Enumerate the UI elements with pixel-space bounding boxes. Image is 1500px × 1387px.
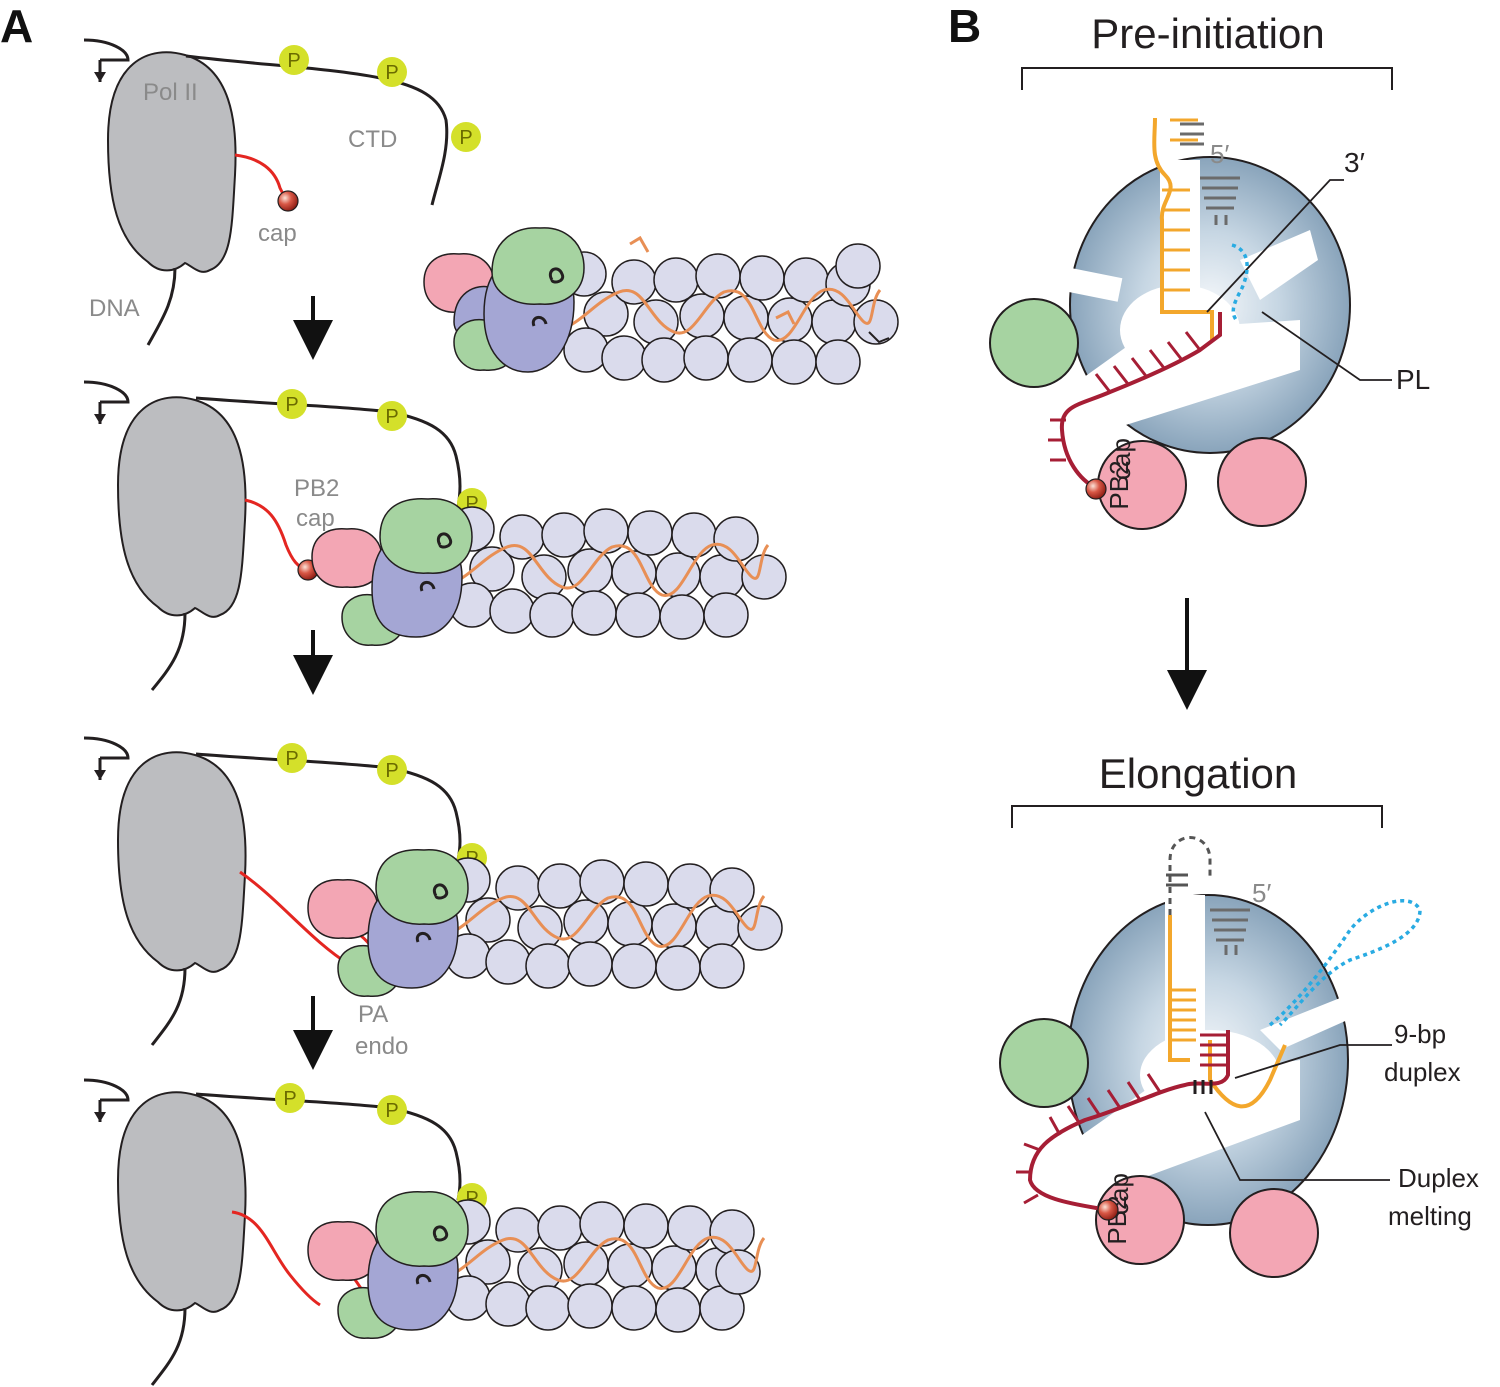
vrnp-complex [423, 227, 899, 385]
primer-strand [1027, 1030, 1230, 1212]
cap-label: cap [258, 220, 297, 247]
pb2-cap-label-line1: PB2 [294, 475, 339, 502]
phospho-label: P [385, 62, 398, 84]
melting-label-line1: Duplex [1398, 1163, 1479, 1193]
row-3: PA endo P P P [83, 736, 783, 1060]
melting-label-line2: melting [1388, 1201, 1472, 1231]
priming-loop [1231, 243, 1249, 324]
np-chain [561, 243, 899, 385]
five-prime-label: 5′ [1210, 139, 1229, 169]
pa-domain [989, 298, 1079, 388]
bracket [1011, 805, 1383, 828]
row-1: Pol II CTD cap DNA P P P [83, 38, 899, 385]
elongation-diagram: Elongation PB2 cap 5′ 9-bp duplex Duplex… [999, 750, 1479, 1278]
primer-strand [1059, 312, 1222, 490]
elongation-title: Elongation [1099, 750, 1298, 797]
leader-9bp [1234, 1044, 1392, 1079]
phospho-icon [377, 57, 407, 87]
vrnp-complex [307, 849, 783, 997]
pb2-label: PB2 [1104, 460, 1134, 509]
panel-b-label: B [948, 0, 981, 52]
pa-domain [999, 1018, 1089, 1108]
pol2-enzyme [106, 51, 237, 273]
phospho-label: P [287, 50, 300, 72]
leader-3prime [1206, 179, 1344, 313]
pb2-cap-domain [1095, 1175, 1185, 1265]
pol2-enzyme [116, 751, 247, 973]
pol2-enzyme [116, 1091, 247, 1313]
phospho-label: P [385, 406, 398, 428]
bracket [1021, 67, 1393, 90]
row-2: PB2 cap P P P [83, 380, 787, 691]
phospho-label: P [385, 760, 398, 782]
template-loop-dashed [1168, 836, 1212, 915]
vrnp-complex [311, 498, 787, 646]
pol2-enzyme [116, 396, 247, 618]
dna-label: DNA [89, 295, 140, 322]
pb2-cap-sub-label: cap [1106, 438, 1136, 480]
pol2-label: Pol II [143, 79, 198, 106]
phospho-label: P [285, 394, 298, 416]
phospho-group: P P P [279, 45, 481, 152]
row-4: P P P [83, 1078, 766, 1386]
three-prime-label: 3′ [1344, 147, 1365, 178]
ctd-label: CTD [348, 126, 397, 153]
vrnp-complex [307, 1191, 766, 1339]
cap-icon [277, 190, 299, 212]
cap-icon [1097, 1199, 1119, 1221]
phospho-icon [279, 45, 309, 75]
ctd-tail [185, 54, 449, 206]
phospho-label: P [459, 127, 472, 149]
nine-bp-label-line2: duplex [1384, 1057, 1461, 1087]
pa-endo-label-line2: endo [355, 1033, 408, 1060]
cap-icon [1085, 478, 1107, 500]
phospho-label: P [283, 1088, 296, 1110]
nine-bp-label-line1: 9-bp [1394, 1019, 1446, 1049]
dna-strand [146, 267, 177, 346]
five-prime-label: 5′ [1252, 878, 1271, 908]
vrna-strand [555, 287, 882, 342]
leader-pl [1261, 311, 1392, 381]
pl-label: PL [1396, 364, 1430, 395]
phospho-icon [451, 122, 481, 152]
pb2-domain [1217, 437, 1307, 527]
pre-initiation-title: Pre-initiation [1091, 10, 1324, 57]
pa-endo-label-line1: PA [358, 1001, 388, 1028]
panel-a-label: A [0, 0, 33, 52]
phospho-label: P [285, 748, 298, 770]
tss-arrow [83, 38, 130, 82]
template-strand [1152, 117, 1214, 340]
pre-initiation-diagram: Pre-initiation PB2 cap 5′ 3′ PL [989, 10, 1430, 530]
phospho-label: P [385, 1100, 398, 1122]
pb2-domain [1229, 1188, 1319, 1278]
pb2-cap-label-line2: cap [296, 505, 335, 532]
leader-melting [1204, 1111, 1390, 1181]
